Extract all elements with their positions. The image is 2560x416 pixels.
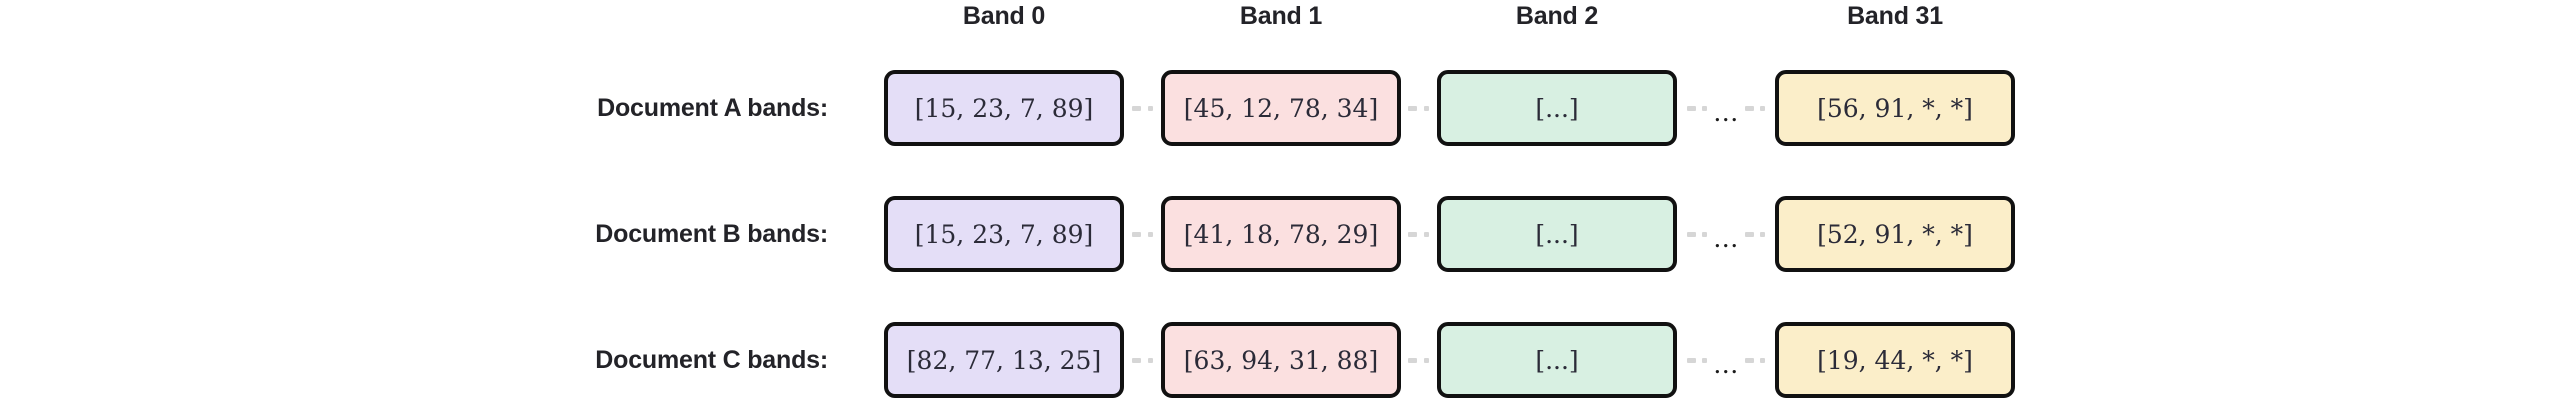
dash-segment bbox=[1408, 231, 1417, 237]
connector-a-0 bbox=[1126, 103, 1159, 113]
band-cell-b-band1: [41, 18, 78, 29] bbox=[1161, 196, 1401, 272]
dash-segment bbox=[1759, 357, 1765, 363]
band-cell-b-band0: [15, 23, 7, 89] bbox=[884, 196, 1124, 272]
column-header-band1: Band 1 bbox=[1239, 2, 1323, 30]
connector-c-0 bbox=[1126, 355, 1159, 365]
connector-b-0 bbox=[1126, 229, 1159, 239]
row-label-document-c: Document C bands: bbox=[595, 345, 828, 374]
dash-segment bbox=[1424, 357, 1429, 363]
column-header-row: Band 0 Band 1 Band 2 Band 31 bbox=[0, 0, 2560, 46]
dash-segment bbox=[1408, 357, 1417, 363]
band-cell-c-band1: [63, 94, 31, 88] bbox=[1161, 322, 1401, 398]
column-header-band31: Band 31 bbox=[1847, 2, 1943, 30]
dash-segment bbox=[1132, 231, 1141, 237]
dash-segment bbox=[1408, 105, 1417, 111]
row-label-document-b: Document B bands: bbox=[595, 219, 828, 248]
dash-segment bbox=[1759, 105, 1765, 111]
connector-a-1 bbox=[1402, 103, 1435, 113]
band-cell-a-band31: [56, 91, *, *] bbox=[1775, 70, 2015, 146]
row-label-document-a: Document A bands: bbox=[597, 93, 828, 122]
dash-segment bbox=[1424, 105, 1429, 111]
dash-segment bbox=[1744, 357, 1754, 363]
dash-segment bbox=[1687, 357, 1697, 363]
column-header-band2: Band 2 bbox=[1515, 2, 1599, 30]
dash-segment bbox=[1687, 105, 1697, 111]
dash-segment bbox=[1744, 231, 1754, 237]
dash-segment bbox=[1744, 105, 1754, 111]
band-cell-a-band0: [15, 23, 7, 89] bbox=[884, 70, 1124, 146]
dash-segment bbox=[1687, 231, 1697, 237]
band-cell-a-band1: [45, 12, 78, 34] bbox=[1161, 70, 1401, 146]
band-cell-c-band31: [19, 44, *, *] bbox=[1775, 322, 2015, 398]
dash-segment bbox=[1148, 357, 1153, 363]
band-row-document-c: Document C bands: [82, 77, 13, 25] [63, … bbox=[0, 322, 2560, 398]
dash-segment bbox=[1759, 231, 1765, 237]
connector-b-ellipsis: ... bbox=[1679, 226, 1773, 251]
band-cell-a-band2: [...] bbox=[1437, 70, 1677, 146]
dash-segment bbox=[1424, 231, 1429, 237]
dash-segment bbox=[1148, 231, 1153, 237]
dash-segment bbox=[1702, 231, 1708, 237]
dash-segment bbox=[1702, 105, 1708, 111]
dash-segment bbox=[1132, 357, 1141, 363]
connector-c-1 bbox=[1402, 355, 1435, 365]
band-cell-c-band0: [82, 77, 13, 25] bbox=[884, 322, 1124, 398]
band-cell-b-band2: [...] bbox=[1437, 196, 1677, 272]
dash-segment bbox=[1148, 105, 1153, 111]
dash-segment bbox=[1702, 357, 1708, 363]
band-row-document-a: Document A bands: [15, 23, 7, 89] [45, 1… bbox=[0, 70, 2560, 146]
connector-c-ellipsis: ... bbox=[1679, 352, 1773, 377]
band-row-document-b: Document B bands: [15, 23, 7, 89] [41, 1… bbox=[0, 196, 2560, 272]
dash-segment bbox=[1132, 105, 1141, 111]
column-header-band0: Band 0 bbox=[962, 2, 1046, 30]
connector-a-ellipsis: ... bbox=[1679, 100, 1773, 125]
band-cell-b-band31: [52, 91, *, *] bbox=[1775, 196, 2015, 272]
connector-b-1 bbox=[1402, 229, 1435, 239]
band-cell-c-band2: [...] bbox=[1437, 322, 1677, 398]
